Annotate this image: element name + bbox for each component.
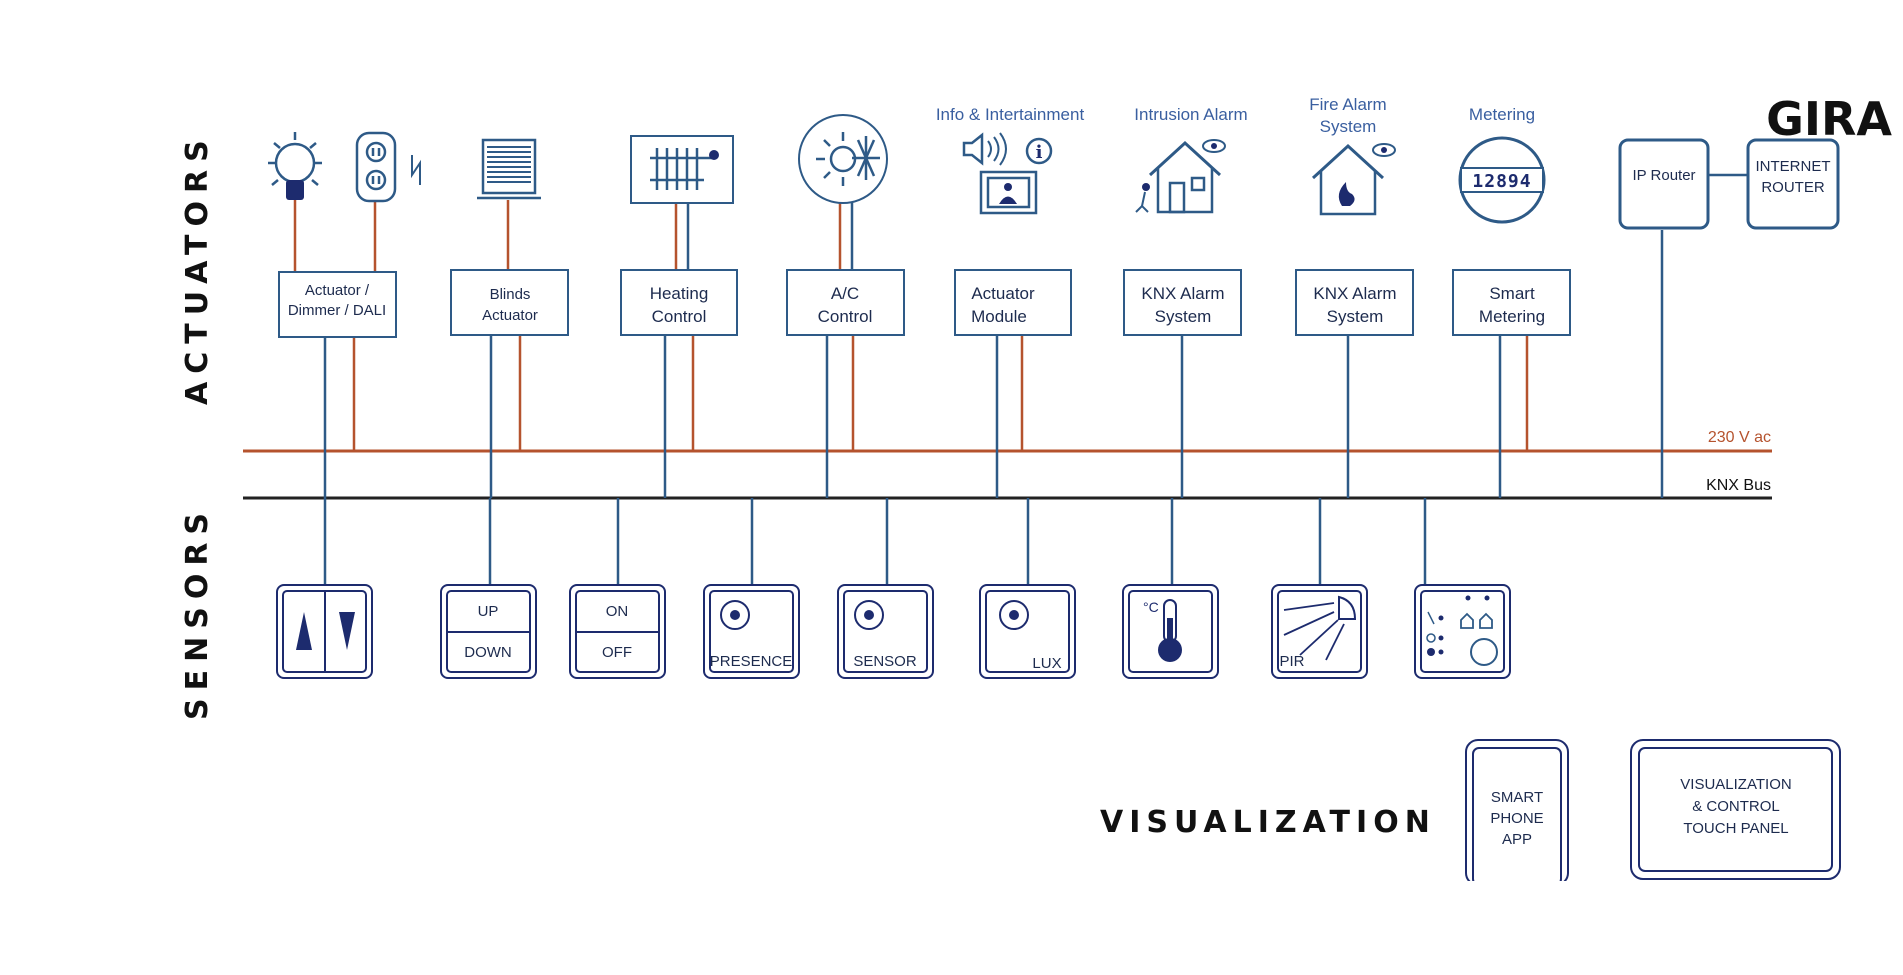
arrow-down-icon (339, 612, 355, 650)
sensor-off-label: OFF (602, 644, 632, 661)
module-ac-line2: Control (818, 307, 873, 326)
sensor-pir-label: PIR (1279, 653, 1304, 670)
module-knx-alarm-2: KNX Alarm System (1295, 269, 1414, 336)
meter-digits: 12894 (1472, 171, 1531, 192)
touch-panel-label-line1: VISUALIZATION (1680, 776, 1791, 793)
info-icon: i (1025, 137, 1053, 165)
knx-bus-label: KNX Bus (1706, 477, 1771, 494)
sensor-generic-label: SENSOR (853, 653, 917, 670)
module-dimmer-line2: Dimmer / DALI (288, 302, 386, 319)
sensor-blind-switch (276, 584, 373, 679)
module-alarm2-line2: System (1327, 307, 1384, 326)
sensor-on-off-switch: ON OFF (569, 584, 666, 679)
internet-router: INTERNET ROUTER (1746, 138, 1840, 230)
category-intrusion-alarm: Intrusion Alarm (1134, 105, 1247, 124)
visualization-heading: VISUALIZATION (1100, 805, 1436, 840)
sensor-lux: LUX (979, 584, 1076, 679)
intrusion-house-icon (1135, 139, 1226, 214)
module-heating-control: Heating Control (620, 269, 738, 336)
brand-logo: GIRA (1766, 92, 1892, 146)
sensor-on-label: ON (606, 603, 629, 620)
ip-router: IP Router (1618, 138, 1710, 230)
module-actuator-line2: Module (971, 307, 1027, 326)
arrow-up-icon (296, 612, 312, 650)
module-blinds-line2: Actuator (482, 307, 538, 324)
pir-lens-icon (1338, 595, 1357, 620)
module-actuator-module: Actuator Module (954, 269, 1072, 336)
sensor-up-label: UP (478, 603, 499, 620)
module-alarm2-line1: KNX Alarm (1313, 284, 1396, 303)
sensor-generic: SENSOR (837, 584, 934, 679)
actuators-heading: ACTUATORS (180, 132, 215, 405)
home-scene-icon (1460, 612, 1493, 629)
touch-panel-label-line3: TOUCH PANEL (1683, 820, 1788, 837)
internet-router-label-line1: INTERNET (1756, 158, 1831, 175)
sensor-lux-label: LUX (1032, 655, 1061, 672)
sensors-heading: SENSORS (180, 505, 215, 720)
sensor-thermostat: °C (1122, 584, 1219, 679)
dial-icon (1470, 638, 1498, 666)
svg-text:i: i (1036, 142, 1043, 163)
module-dimmer-dali: Actuator / Dimmer / DALI (278, 271, 397, 338)
category-info-entertainment: Info & Intertainment (936, 105, 1085, 124)
sensor-presence-label: PRESENCE (710, 653, 793, 670)
module-actuator-line1: Actuator (971, 284, 1035, 303)
sensor-down-label: DOWN (464, 644, 512, 661)
speaker-icon (962, 132, 1007, 166)
display-screen-icon (979, 170, 1038, 215)
sensor-presence-detector: PRESENCE (703, 584, 800, 679)
energy-meter-icon: 12894 (1458, 136, 1546, 224)
module-blinds-actuator: Blinds Actuator (450, 269, 569, 336)
module-heating-line1: Heating (650, 284, 709, 303)
module-dimmer-line1: Actuator / (305, 282, 370, 299)
ip-router-label: IP Router (1632, 167, 1695, 184)
module-ac-control: A/C Control (786, 269, 905, 336)
module-alarm1-line1: KNX Alarm (1141, 284, 1224, 303)
blinds-icon (477, 138, 541, 200)
power-socket-icon (355, 131, 421, 203)
power-line-label: 230 V ac (1708, 429, 1771, 446)
category-metering: Metering (1469, 105, 1535, 124)
smartphone-label-line2: PHONE (1490, 810, 1543, 827)
module-alarm1-line2: System (1155, 307, 1212, 326)
internet-router-label-line2: ROUTER (1761, 179, 1825, 196)
category-fire-alarm-line2: System (1320, 117, 1377, 136)
sensor-pir: PIR (1271, 584, 1368, 679)
touch-panel: VISUALIZATION & CONTROL TOUCH PANEL (1630, 739, 1841, 880)
light-bulb-icon (268, 132, 322, 200)
sensor-scene-keypad (1414, 584, 1511, 679)
ac-sun-snowflake-icon (798, 114, 888, 204)
module-knx-alarm-1: KNX Alarm System (1123, 269, 1242, 336)
module-meter-line1: Smart (1489, 284, 1535, 303)
module-heating-line2: Control (652, 307, 707, 326)
category-fire-alarm-line1: Fire Alarm (1309, 95, 1386, 114)
sensor-up-down-switch: UP DOWN (440, 584, 537, 679)
radiator-icon (630, 135, 734, 204)
celsius-label: °C (1143, 599, 1159, 615)
module-meter-line2: Metering (1479, 307, 1545, 326)
touch-panel-label-line2: & CONTROL (1692, 798, 1780, 815)
smartphone-app: SMART PHONE APP (1465, 739, 1569, 886)
smartphone-label-line3: APP (1502, 831, 1532, 848)
smartphone-label-line1: SMART (1491, 789, 1543, 806)
module-blinds-line1: Blinds (490, 286, 531, 303)
thermometer-icon (1158, 599, 1182, 662)
fire-house-icon (1311, 143, 1396, 216)
module-ac-line1: A/C (831, 284, 859, 303)
module-smart-metering: Smart Metering (1452, 269, 1571, 336)
